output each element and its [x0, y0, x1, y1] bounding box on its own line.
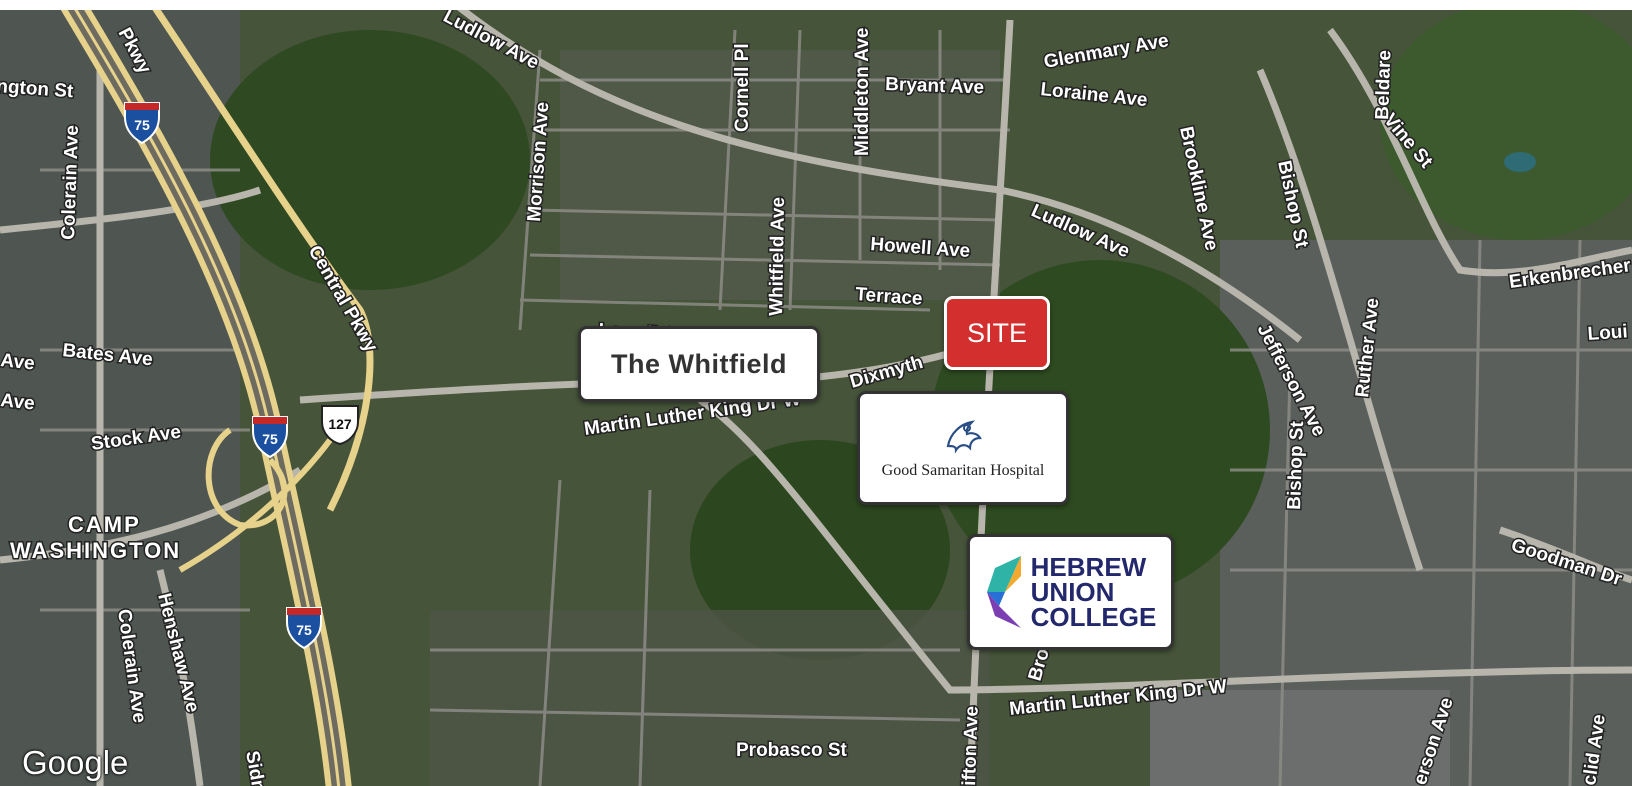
street-label: Ludlow Ave: [1028, 200, 1133, 262]
neighborhood-label: WASHINGTON: [10, 538, 181, 563]
street-label: Terrace: [855, 284, 924, 310]
campus-area: [1150, 690, 1450, 786]
shield-number: 75: [262, 431, 278, 447]
callout-label: Good Samaritan Hospital: [881, 462, 1045, 479]
central-parkway: [152, 10, 374, 573]
park-area: [1380, 10, 1632, 240]
street-label: Loraine Ave: [1039, 79, 1148, 111]
street-label: Erkenbrecher: [1508, 255, 1632, 293]
street-label: Bryant Ave: [885, 74, 985, 98]
minor-streets: [40, 29, 1632, 786]
street-label: Glenmary Ave: [1042, 30, 1170, 73]
street-label: ifton Ave: [959, 706, 983, 786]
street-label: Central Pkwy: [304, 242, 382, 356]
good-samaritan-logo-icon: [946, 420, 982, 454]
street-label: Colerain Ave: [113, 608, 150, 725]
us-route-shield: 127: [321, 405, 359, 446]
street-label: Bishop St: [1284, 420, 1308, 510]
site-marker[interactable]: SITE: [944, 296, 1050, 370]
hebrew-union-college-callout[interactable]: HEBREW UNION COLLEGE: [967, 534, 1174, 650]
street-label: Goodman Dr: [1508, 535, 1624, 591]
street-label: Bates Ave: [61, 340, 153, 370]
street-label: Stock Ave: [90, 422, 183, 455]
callout-label: HEBREW: [1030, 551, 1147, 582]
street-label: Morrison Ave: [524, 101, 553, 222]
pond: [1504, 152, 1536, 172]
street-label: Bishop St: [1273, 159, 1312, 251]
street-label: Ave: [0, 350, 36, 374]
map-view[interactable]: 75 75 75 127 Pkwy Central Pkwy Ludlow Av…: [0, 10, 1632, 786]
huc-wordmark: HEBREW UNION COLLEGE: [1030, 551, 1157, 632]
street-label: Probasco St: [736, 740, 848, 761]
street-label: Howell Ave: [870, 234, 971, 262]
street-label: Middleton Ave: [852, 28, 873, 156]
street-label: Cornell Pl: [732, 43, 753, 132]
interstate-shield: 75: [252, 416, 288, 459]
interstate-shield: 75: [286, 607, 322, 650]
callout-label: The Whitfield: [611, 348, 787, 379]
street-label: Whitfield Ave: [766, 197, 789, 316]
street-label: Ludlow Ave: [440, 10, 543, 74]
street-label: Ruther Ave: [1352, 297, 1383, 399]
callout-label: UNION: [1030, 576, 1115, 607]
street-label: Brookline Ave: [1175, 125, 1222, 253]
site-label: SITE: [966, 317, 1027, 348]
street-label: Loui: [1587, 321, 1628, 345]
callout-label: COLLEGE: [1030, 601, 1157, 632]
interstate-shield: 75: [124, 102, 160, 145]
street-label: ngton St: [0, 76, 75, 102]
street-label: Ave: [0, 390, 36, 414]
street-label: Colerain Ave: [58, 125, 83, 240]
street-label: Bro: [1025, 646, 1054, 683]
shield-number: 127: [328, 416, 352, 432]
residential-area: [430, 610, 990, 786]
shield-number: 75: [296, 622, 312, 638]
google-attribution-logo: Google: [22, 744, 129, 781]
street-label: clid Ave: [1579, 713, 1610, 786]
the-whitfield-callout[interactable]: The Whitfield: [578, 326, 820, 402]
wooded-area: [210, 30, 530, 290]
street-label: Pkwy: [114, 24, 156, 77]
shield-number: 75: [134, 117, 150, 133]
good-samaritan-hospital-callout[interactable]: Good Samaritan Hospital: [857, 391, 1069, 505]
street-label: Dixmyth: [848, 352, 926, 393]
map-labels: 75 75 75 127 Pkwy Central Pkwy Ludlow Av…: [0, 10, 1632, 786]
street-label: Henshaw Ave: [153, 591, 203, 715]
neighborhood-label: CAMP: [68, 512, 141, 537]
street-label: Sidn: [241, 749, 269, 786]
street-label: Beldare: [1372, 50, 1395, 120]
street-label: erson Ave: [1410, 695, 1458, 786]
urban-area: [0, 10, 240, 786]
huc-logo-icon: [986, 556, 1021, 628]
